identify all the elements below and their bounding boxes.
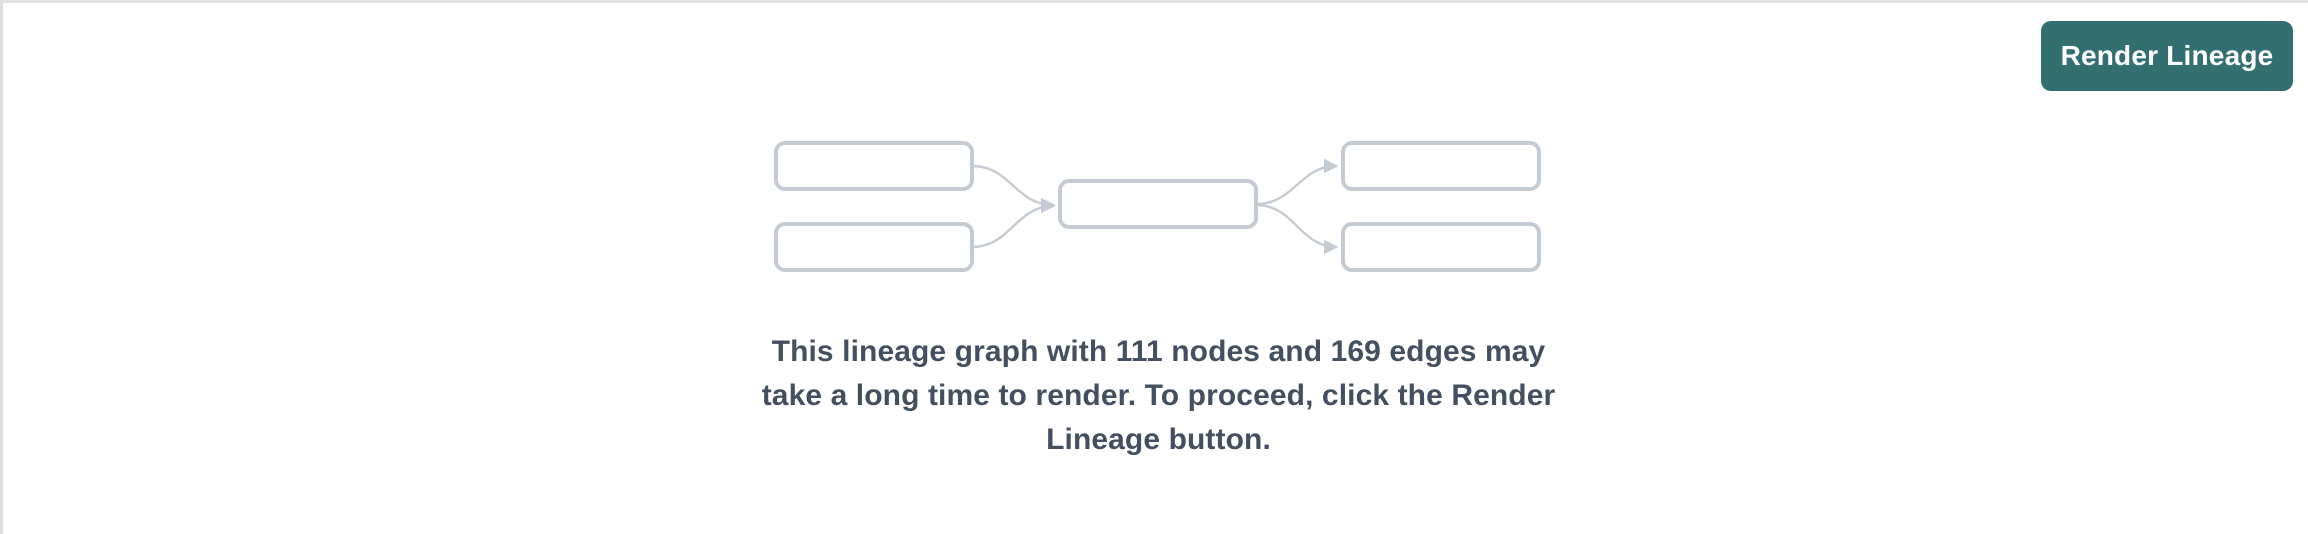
graph-node-dst-2 — [1341, 222, 1541, 272]
graph-node-mid-1 — [1058, 179, 1258, 229]
edge-group — [971, 158, 1339, 255]
lineage-notice-text: This lineage graph with 111 nodes and 16… — [761, 335, 1556, 456]
render-lineage-button[interactable]: Render Lineage — [2041, 21, 2293, 91]
placeholder-graph-svg — [774, 141, 1541, 272]
edge-src1-mid1 — [971, 164, 1056, 213]
graph-node-dst-1 — [1341, 141, 1541, 191]
edge-src2-mid1 — [971, 198, 1056, 249]
graph-node-src-1 — [774, 141, 974, 191]
edge-mid1-dst1 — [1255, 158, 1339, 206]
graph-node-src-2 — [774, 222, 974, 272]
edge-mid1-dst2 — [1255, 203, 1339, 255]
node-group — [774, 141, 1541, 272]
